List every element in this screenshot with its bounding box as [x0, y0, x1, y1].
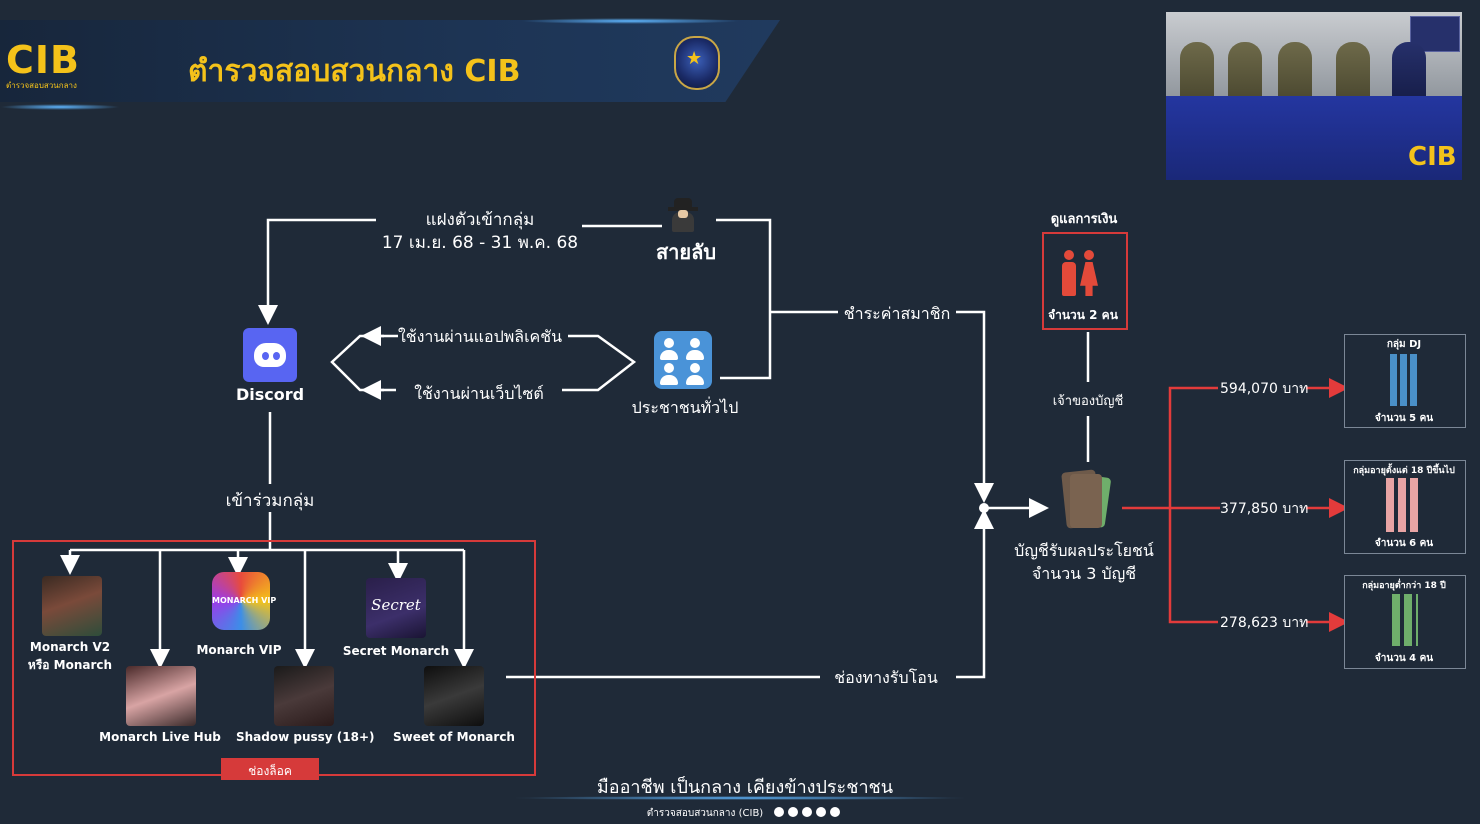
informant-icon — [674, 198, 692, 208]
footer-glow — [510, 796, 970, 800]
badge-star-icon: ★ — [686, 48, 703, 69]
amount-adult: 377,850 บาท — [1220, 501, 1309, 517]
video-cib-logo: CIB — [1408, 142, 1457, 172]
group-monarch-v2-alt: หรือ Monarch — [27, 658, 113, 672]
group-shadow-pussy: Shadow pussy (18+) — [236, 730, 375, 744]
pay-line-right — [956, 310, 994, 503]
group-secret-monarch: Secret Monarch — [342, 644, 450, 658]
informant-public-bracket — [716, 218, 772, 380]
officer-2 — [1228, 42, 1262, 102]
thumb-monarch-vip — [212, 572, 270, 630]
group-adult-count: จำนวน 6 คน — [1374, 538, 1434, 549]
video-table — [1166, 96, 1462, 180]
officer-5 — [1392, 42, 1426, 102]
cib-logo: CIB — [6, 38, 80, 82]
police-badge-icon — [674, 36, 720, 90]
group-adult-title: กลุ่มอายุตั้งแต่ 18 ปีขึ้นไป — [1353, 466, 1455, 476]
pay-membership-label: ชำระค่าสมาชิก — [843, 304, 951, 323]
thumb-monarch-live-hub — [126, 666, 196, 726]
officer-3 — [1278, 42, 1312, 102]
press-conference-video: CIB — [1166, 12, 1462, 180]
public-label: ประชาชนทั่วไป — [631, 398, 739, 417]
infiltrate-title: แฝงตัวเข้ากลุ่ม — [425, 210, 535, 230]
group-minor-figures-icon — [1392, 594, 1418, 646]
account-owner-label: เจ้าของบัญชี — [1052, 394, 1124, 409]
informant-label: สายลับ — [655, 240, 717, 264]
via-app-label: ใช้งานผ่านแอปพลิเคชัน — [397, 327, 563, 346]
facebook-icon[interactable] — [774, 807, 784, 817]
thumb-secret-text: Secret — [371, 596, 421, 614]
transfer-line-right — [956, 509, 994, 679]
group-minor-title: กลุ่มอายุต่ำกว่า 18 ปี — [1362, 581, 1446, 591]
page-title: ตำรวจสอบสวนกลาง CIB — [188, 54, 521, 89]
header-band — [0, 20, 780, 102]
join-group-label: เข้าร่วมกลุ่ม — [225, 491, 315, 511]
group-dj-count: จำนวน 5 คน — [1374, 413, 1434, 424]
manager-female-icon — [1084, 250, 1094, 260]
money-manager-count: จำนวน 2 คน — [1048, 308, 1118, 322]
group-monarch-vip: Monarch VIP — [196, 643, 282, 657]
group-dj-title: กลุ่ม DJ — [1386, 339, 1422, 350]
instagram-icon[interactable] — [816, 807, 826, 817]
thumb-sweet-of-monarch — [424, 666, 484, 726]
header-glow-left — [0, 104, 120, 110]
officer-4 — [1336, 42, 1370, 102]
group-sweet-of-monarch: Sweet of Monarch — [393, 730, 515, 744]
youtube-icon[interactable] — [788, 807, 798, 817]
public-chevron — [562, 334, 637, 392]
transfer-channel-label: ช่องทางรับโอน — [834, 668, 938, 687]
group-monarch-v2: Monarch V2 — [29, 640, 111, 654]
lock-channel-tag — [221, 758, 319, 780]
thumb-monarch-vip-text: MONARCH VIP — [212, 596, 277, 605]
twitter-icon[interactable] — [830, 807, 840, 817]
infiltrate-dates: 17 เม.ย. 68 - 31 พ.ค. 68 — [381, 233, 579, 253]
footer-source: ตำรวจสอบสวนกลาง (CIB) — [646, 808, 764, 819]
group-minor-count: จำนวน 4 คน — [1374, 653, 1434, 664]
cib-logo-subtitle: ตำรวจสอบสวนกลาง — [6, 81, 77, 90]
header-glow — [520, 18, 740, 24]
discord-label: Discord — [235, 385, 305, 404]
group-dj-figures-icon — [1390, 354, 1420, 406]
group-adult-figures-icon — [1386, 478, 1422, 532]
tiktok-icon[interactable] — [802, 807, 812, 817]
amount-dj: 594,070 บาท — [1220, 381, 1309, 397]
footer-slogan: มืออาชีพ เป็นกลาง เคียงข้างประชาชน — [596, 777, 894, 798]
thumb-secret-monarch — [366, 578, 426, 638]
via-web-label: ใช้งานผ่านเว็บไซต์ — [414, 384, 544, 403]
lock-channel-label: ช่องล็อค — [248, 764, 292, 778]
accounts-title: บัญชีรับผลประโยชน์ — [1014, 541, 1154, 560]
thumb-shadow-pussy — [274, 666, 334, 726]
officer-1 — [1180, 42, 1214, 102]
group-monarch-live-hub: Monarch Live Hub — [99, 730, 221, 744]
manager-male-icon — [1064, 250, 1074, 260]
money-manager-box — [1042, 232, 1128, 330]
amount-minor: 278,623 บาท — [1220, 615, 1309, 631]
infiltrate-arrow — [258, 218, 376, 325]
money-manager-label: ดูแลการเงิน — [1050, 212, 1118, 227]
thumb-monarch-v2 — [42, 576, 102, 636]
accounts-count: จำนวน 3 บัญชี — [1031, 564, 1137, 583]
